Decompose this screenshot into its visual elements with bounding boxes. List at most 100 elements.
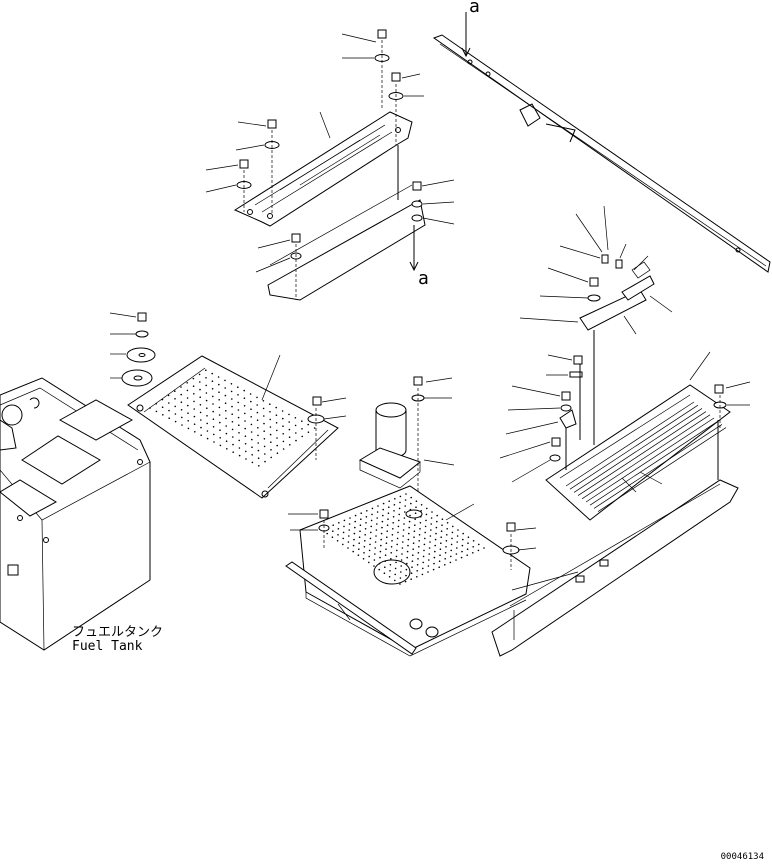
perforation-hole: [370, 531, 372, 534]
perforation-hole: [410, 496, 413, 499]
perforation-hole: [417, 552, 420, 554]
perforation-hole: [244, 427, 246, 430]
perforation-hole: [358, 548, 360, 550]
perforation-hole: [180, 393, 182, 396]
perforation-hole: [217, 376, 220, 378]
perforation-hole: [430, 529, 432, 531]
perforation-hole: [455, 553, 458, 555]
perforation-hole: [231, 398, 233, 400]
perforation-hole: [422, 561, 425, 564]
perforation-hole: [426, 507, 428, 510]
perforation-hole: [237, 394, 239, 396]
grille-slat: [569, 404, 699, 490]
perforation-hole: [363, 546, 366, 548]
perforation-hole: [347, 547, 349, 549]
perforation-hole: [200, 426, 202, 429]
perforation-hole: [353, 532, 356, 535]
perforation-hole: [225, 417, 227, 420]
perforation-hole: [199, 396, 201, 399]
perforation-hole: [429, 535, 432, 537]
perforation-hole: [282, 417, 284, 420]
perforation-hole: [149, 407, 151, 409]
perforation-hole: [174, 413, 177, 415]
perforation-hole: [460, 556, 463, 559]
perforation-hole: [194, 431, 196, 433]
perforation-hole: [389, 564, 392, 566]
perforation-hole: [342, 531, 345, 534]
perforation-hole: [440, 536, 443, 538]
perforation-hole: [288, 413, 290, 416]
perforation-hole: [193, 415, 196, 418]
perforation-hole: [358, 536, 361, 538]
perforation-hole: [238, 439, 240, 442]
perforation-hole: [431, 511, 433, 513]
perforation-hole: [418, 534, 421, 536]
perforation-hole: [406, 562, 408, 565]
perforation-hole: [411, 566, 413, 568]
perforation-hole: [401, 547, 404, 549]
upper-leaders: [205, 12, 471, 273]
perforation-hole: [393, 510, 395, 512]
perforation-hole: [257, 427, 259, 429]
perforation-hole: [477, 549, 480, 552]
perforation-hole: [413, 530, 416, 532]
perforation-hole: [360, 518, 362, 520]
perforation-hole: [358, 542, 361, 544]
perforation-hole: [251, 454, 253, 456]
perforation-hole: [421, 573, 424, 576]
perforation-hole: [406, 550, 409, 553]
perforation-hole: [193, 423, 196, 426]
perforation-hole: [211, 380, 214, 383]
perforation-hole: [438, 566, 441, 568]
perforation-hole: [427, 571, 429, 573]
perforation-hole: [478, 543, 480, 546]
perforation-hole: [342, 537, 345, 540]
perforation-hole: [400, 571, 402, 573]
perforation-hole: [263, 422, 265, 425]
perforation-hole: [423, 549, 425, 552]
perforation-hole: [423, 543, 426, 546]
perforation-hole: [301, 435, 304, 438]
perforation-hole: [381, 526, 383, 529]
side-rail: [491, 479, 739, 657]
perforation-hole: [419, 528, 421, 530]
perforation-hole: [446, 522, 449, 524]
perforation-hole: [336, 540, 339, 542]
perforation-hole: [428, 547, 431, 549]
perforation-hole: [396, 537, 399, 540]
perforation-hole: [368, 549, 371, 552]
perforation-hole: [357, 554, 360, 556]
perforation-hole: [375, 535, 377, 537]
perforation-hole: [371, 507, 374, 510]
perforation-hole: [225, 425, 227, 427]
perforation-hole: [445, 540, 448, 542]
perforation-hole: [414, 512, 417, 514]
perforation-hole: [467, 542, 469, 544]
perforation-hole: [181, 424, 183, 426]
perforation-hole: [378, 562, 381, 565]
perforation-hole: [394, 498, 396, 500]
perforation-hole: [206, 407, 208, 410]
perforation-hole: [435, 532, 437, 535]
perforation-hole: [232, 443, 234, 446]
perforation-hole: [457, 529, 459, 531]
perforation-hole: [365, 516, 368, 518]
perforation-hole: [205, 369, 207, 372]
perforation-hole: [397, 525, 400, 528]
perforation-hole: [258, 465, 260, 467]
perforation-hole: [416, 570, 419, 572]
perforation-hole: [205, 399, 208, 402]
perforation-hole: [307, 423, 310, 426]
perforation-hole: [269, 411, 271, 413]
perforation-hole: [395, 555, 398, 558]
perforation-hole: [275, 406, 278, 409]
perforation-hole: [417, 558, 419, 560]
perforation-hole: [444, 558, 447, 560]
perforation-hole: [389, 570, 391, 572]
perforation-hole: [402, 529, 405, 531]
perforation-hole: [288, 421, 291, 423]
mat-fasteners: [109, 312, 347, 460]
perforation-hole: [452, 525, 454, 528]
perforation-hole: [472, 546, 475, 548]
